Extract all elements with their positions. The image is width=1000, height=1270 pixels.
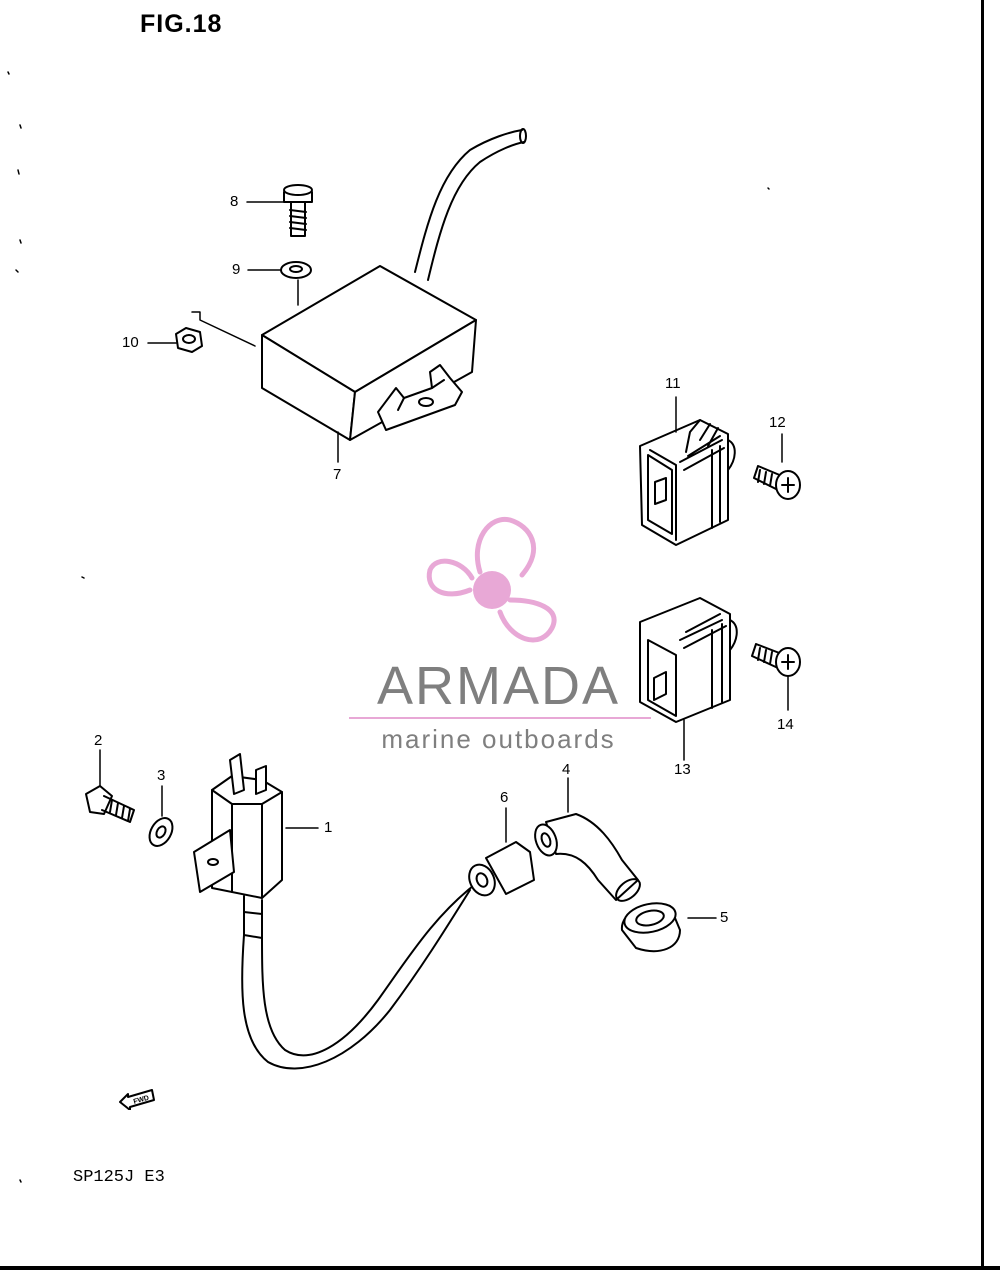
part-9-washer xyxy=(280,261,312,279)
part-13-regulator xyxy=(639,597,738,723)
part-2-bolt xyxy=(85,785,135,823)
part-1-ignition-coil xyxy=(193,753,479,1070)
model-code: SP125J E3 xyxy=(73,1168,165,1187)
callout-6: 6 xyxy=(500,789,509,806)
callout-3: 3 xyxy=(157,767,166,784)
watermark-propeller-logo xyxy=(426,516,557,643)
part-6-cord-boot xyxy=(468,841,535,897)
watermark-name: ARMADA xyxy=(376,656,621,716)
callout-13: 13 xyxy=(674,761,691,778)
scan-specks xyxy=(7,71,770,1183)
part-3-washer xyxy=(148,817,174,847)
callout-12: 12 xyxy=(769,414,786,431)
part-12-screw xyxy=(753,465,801,500)
callout-4: 4 xyxy=(562,761,571,778)
callout-2: 2 xyxy=(94,732,103,749)
callout-10: 10 xyxy=(122,334,139,351)
frame-border-right xyxy=(981,0,984,1270)
fwd-label: FWD xyxy=(133,1095,150,1106)
part-10-nut xyxy=(175,327,203,353)
callout-5: 5 xyxy=(720,909,729,926)
callout-8: 8 xyxy=(230,193,239,210)
callout-1: 1 xyxy=(324,819,333,836)
callout-14: 14 xyxy=(777,716,794,733)
watermark-divider xyxy=(349,717,651,719)
figure-title: FIG.18 xyxy=(140,10,223,38)
callout-11: 11 xyxy=(665,375,681,392)
part-14-screw xyxy=(751,643,801,677)
part-7-cdi-unit xyxy=(261,128,527,441)
part-5-cap-seal xyxy=(620,902,681,953)
part-4-plug-cap xyxy=(534,813,641,902)
leader-lines xyxy=(99,201,789,919)
watermark-tagline: marine outboards xyxy=(381,724,616,754)
part-8-bolt xyxy=(283,184,313,237)
frame-border-bottom xyxy=(0,1266,1000,1270)
part-11-rectifier xyxy=(639,419,736,546)
callout-9: 9 xyxy=(232,261,241,278)
fwd-arrow-icon: FWD xyxy=(119,1089,155,1110)
callout-7: 7 xyxy=(333,466,342,483)
